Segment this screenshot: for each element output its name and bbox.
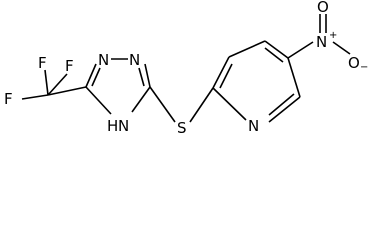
bond-pyridine-c3-c4	[228, 40, 266, 58]
bond-pyridine-c2-c3	[212, 56, 230, 89]
atom-triazole-n1: N	[98, 51, 109, 69]
atom-f-top-left: F	[38, 54, 47, 72]
bond-s-pyridine	[189, 87, 214, 123]
bond-triazole-c5-n1-inner	[91, 67, 101, 87]
chemical-structure: F F F N N H N S	[4, 0, 368, 137]
atom-triazole-n2: N	[129, 51, 140, 69]
atom-f-left: F	[4, 90, 13, 108]
atom-nitro-o-top: O	[317, 0, 329, 16]
bond-pyridine-c5-c6	[287, 57, 301, 98]
bond-triazole-n2-c3-inner	[138, 67, 145, 87]
bond-triazole-s	[149, 86, 176, 123]
bond-cf3-triazole	[47, 86, 87, 96]
bond-ring-nitro-n	[287, 41, 314, 59]
bond-pyridine-c6-n-inner	[268, 93, 295, 116]
bond-c-f-top-right	[47, 73, 68, 96]
bond-triazole-n2-c3	[144, 63, 151, 88]
triazole-ring: N N H N	[85, 51, 151, 135]
atom-f-top-right: F	[65, 57, 74, 75]
bond-c-f-left	[21, 94, 49, 100]
bond-pyridine-c2-c3-inner	[219, 63, 233, 89]
bond-triazole-c5-n1	[85, 63, 97, 88]
bond-pyridine-n-c2	[212, 87, 247, 121]
atom-pyridine-n: N	[248, 117, 259, 135]
bond-triazole-c3-n4	[131, 86, 151, 113]
pyridine-ring: N	[212, 40, 301, 135]
atom-nitro-n: N	[316, 33, 327, 51]
trifluoromethyl-group: F F F	[4, 54, 87, 108]
nitro-n-plus-charge: +	[329, 30, 337, 41]
bond-c-f-top-left	[44, 69, 49, 96]
bond-pyridine-c4-c5-inner	[264, 47, 284, 63]
bond-nitro-n-o-right	[332, 41, 351, 55]
bond-triazole-n4-c5	[85, 86, 112, 115]
nitro-group: O N + O −	[287, 0, 368, 73]
thioether-linker: S	[149, 86, 214, 137]
atom-triazole-nh: N	[118, 117, 129, 135]
bond-pyridine-c6-n	[268, 96, 301, 123]
atom-triazole-nh-h: H	[107, 117, 118, 135]
bond-pyridine-c4-c5	[264, 40, 289, 59]
atom-nitro-o-right: O	[348, 54, 360, 72]
atom-thioether-s: S	[177, 119, 187, 137]
nitro-o-minus-charge: −	[360, 62, 368, 73]
